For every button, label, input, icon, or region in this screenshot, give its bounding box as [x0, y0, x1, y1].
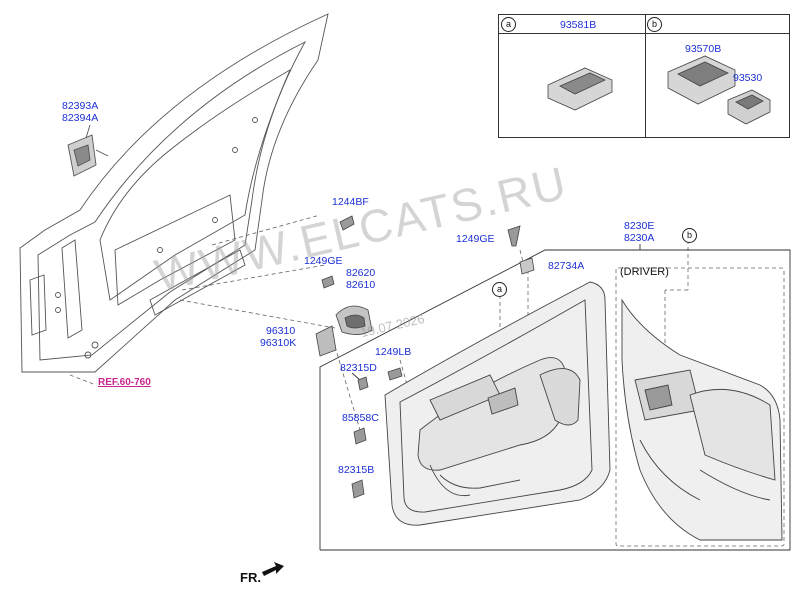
- screw-1244bf: [339, 215, 355, 231]
- label-8230a: 8230A: [624, 232, 655, 244]
- label-93581b: 93581B: [560, 19, 597, 31]
- label-82620: 82620: [346, 267, 376, 279]
- inset-table: [498, 14, 790, 138]
- fr-arrow-icon: [262, 562, 284, 576]
- bolt-1249ge-upper: [507, 225, 521, 247]
- label-1249ge-upper: 1249GE: [456, 233, 495, 245]
- label-8230e: 8230E: [624, 220, 655, 232]
- inset-tag-b: b: [647, 17, 662, 32]
- inset-divider-h: [499, 33, 789, 34]
- label-85858c: 85858C: [342, 412, 379, 424]
- clip-82315d: [357, 376, 369, 391]
- fr-label: FR.: [240, 570, 261, 585]
- label-93570b: 93570B: [685, 43, 722, 55]
- label-82394a: 82394A: [62, 112, 99, 124]
- ref-label[interactable]: REF.60-760: [98, 377, 151, 388]
- bolt-1249ge-left: [321, 275, 335, 289]
- inset-divider-v: [645, 15, 646, 137]
- door-frame-outline: [19, 13, 329, 373]
- clip-82734a: [519, 257, 535, 275]
- label-82315d: 82315D: [340, 362, 377, 374]
- inset-tag-a: a: [501, 17, 516, 32]
- label-96310: 96310: [266, 325, 296, 337]
- label-82315b: 82315B: [338, 464, 375, 476]
- label-93530: 93530: [733, 72, 763, 84]
- label-82393a: 82393A: [62, 100, 99, 112]
- label-96310k: 96310K: [260, 337, 297, 349]
- cap-85858c: [353, 427, 367, 445]
- label-1244bf: 1244BF: [332, 196, 369, 208]
- label-1249ge-left: 1249GE: [304, 255, 343, 267]
- bolt-1249lb: [387, 367, 403, 381]
- callout-b: b: [682, 228, 697, 243]
- callout-a: a: [492, 282, 507, 297]
- label-82610: 82610: [346, 279, 376, 291]
- label-82734a: 82734A: [548, 260, 585, 272]
- driver-label: (DRIVER): [620, 266, 669, 278]
- label-1249lb: 1249LB: [375, 346, 412, 358]
- speaker-96310: [315, 325, 337, 357]
- clip-82315b: [351, 479, 365, 499]
